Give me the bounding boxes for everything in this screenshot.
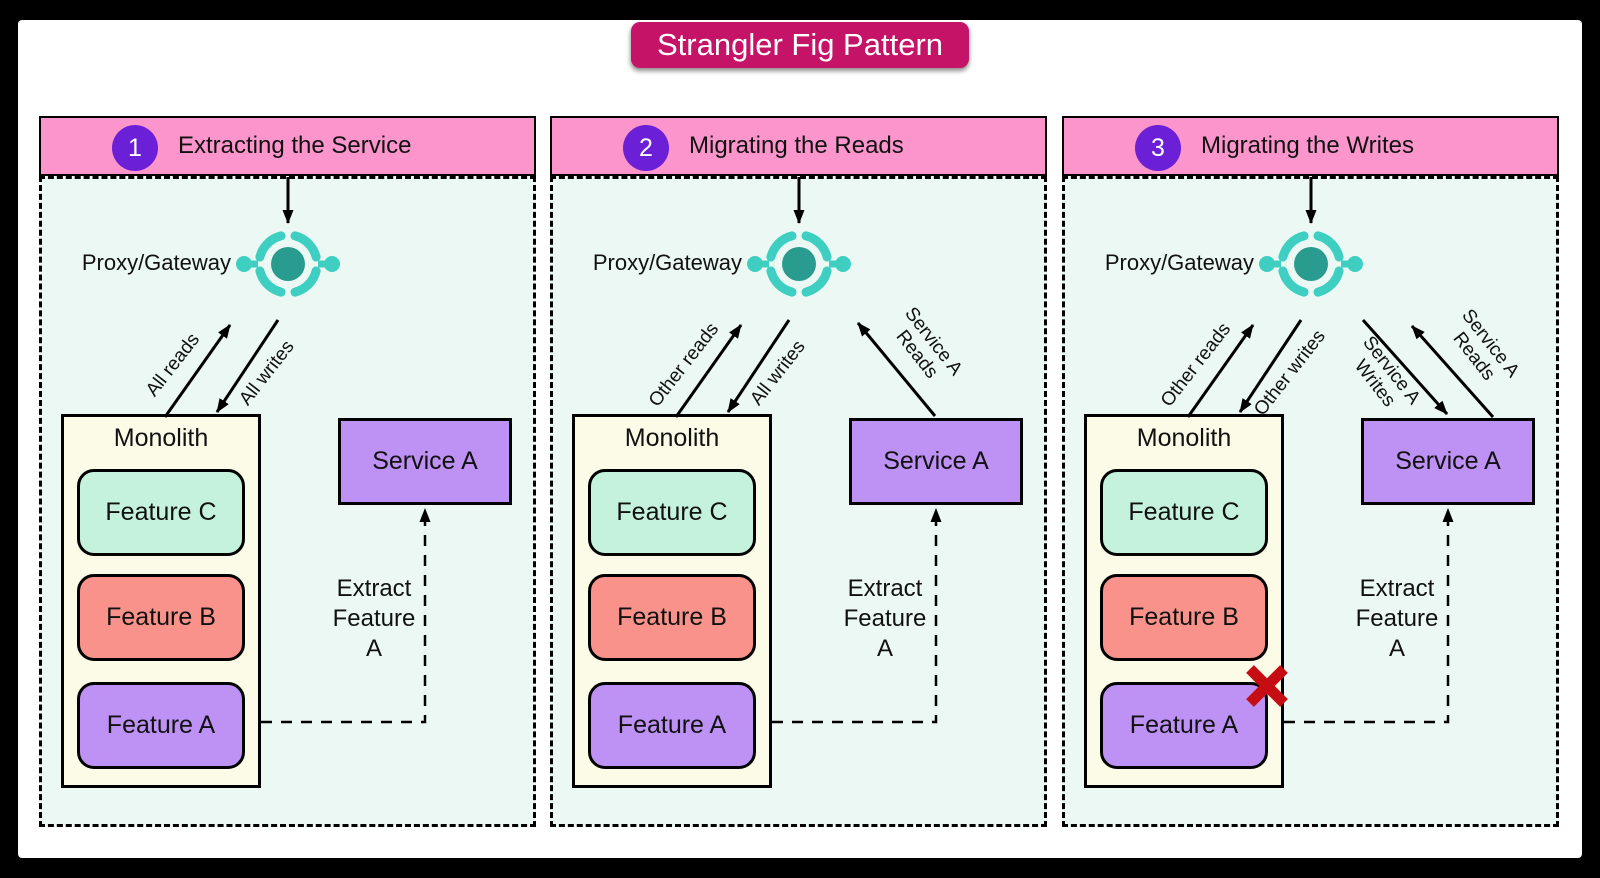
- panel-1-header: 1 Extracting the Service: [39, 116, 536, 176]
- step-number-badge: 1: [112, 125, 158, 171]
- feature-c-box: Feature C: [1100, 469, 1268, 556]
- proxy-gateway-label: Proxy/Gateway: [1104, 250, 1254, 275]
- feature-b-box: Feature B: [1100, 574, 1268, 661]
- extract-line: A: [876, 635, 893, 662]
- diagram-title-badge: Strangler Fig Pattern: [630, 22, 970, 68]
- extract-feature-a-label: Extract Feature A: [314, 574, 434, 664]
- monolith-title: Monolith: [113, 424, 209, 452]
- service-a-box: Service A: [338, 418, 512, 505]
- monolith-box: Monolith Feature C Feature B Feature A: [61, 414, 261, 788]
- panel-migrating-the-writes: 3 Migrating the Writes Proxy/Gateway: [1062, 116, 1559, 827]
- panel-1-heading: Extracting the Service: [178, 132, 412, 159]
- proxy-gateway-label: Proxy/Gateway: [592, 250, 742, 275]
- extract-line: A: [365, 635, 382, 662]
- extract-feature-a-label: Extract Feature A: [1337, 574, 1457, 664]
- monolith-box: Monolith Feature C Feature B Feature A: [1084, 414, 1284, 788]
- panel-extracting-the-service: 1 Extracting the Service Proxy/Gateway: [39, 116, 536, 827]
- feature-b-box: Feature B: [77, 574, 245, 661]
- gateway-icon: [747, 231, 851, 297]
- service-a-box: Service A: [1361, 418, 1535, 505]
- feature-c-box: Feature C: [77, 469, 245, 556]
- extract-line: Extract: [336, 575, 412, 602]
- extract-line: Extract: [1359, 575, 1435, 602]
- panel-2-header: 2 Migrating the Reads: [550, 116, 1047, 176]
- extract-feature-a-label: Extract Feature A: [825, 574, 945, 664]
- proxy-gateway-label: Proxy/Gateway: [81, 250, 231, 275]
- feature-c-box: Feature C: [588, 469, 756, 556]
- gateway-icon: [1259, 231, 1363, 297]
- panel-2-heading: Migrating the Reads: [689, 132, 904, 159]
- panel-migrating-the-reads: 2 Migrating the Reads Proxy/Gateway: [550, 116, 1047, 827]
- diagram-title: Strangler Fig Pattern: [656, 27, 944, 62]
- extract-line: Extract: [847, 575, 923, 602]
- monolith-title: Monolith: [1136, 424, 1232, 452]
- feature-a-box: Feature A: [588, 682, 756, 769]
- feature-a-box: Feature A: [77, 682, 245, 769]
- service-a-box: Service A: [849, 418, 1023, 505]
- monolith-title: Monolith: [624, 424, 720, 452]
- feature-a-box: Feature A: [1100, 682, 1268, 769]
- monolith-box: Monolith Feature C Feature B Feature A: [572, 414, 772, 788]
- extract-line: Feature: [332, 605, 416, 632]
- panel-3-heading: Migrating the Writes: [1201, 132, 1414, 159]
- blocked-x-icon: [1246, 665, 1288, 707]
- extract-line: Feature: [843, 605, 927, 632]
- step-number-badge: 2: [623, 125, 669, 171]
- step-number-badge: 3: [1135, 125, 1181, 171]
- gateway-icon: [236, 231, 340, 297]
- feature-b-box: Feature B: [588, 574, 756, 661]
- panel-3-header: 3 Migrating the Writes: [1062, 116, 1559, 176]
- extract-line: Feature: [1355, 605, 1439, 632]
- extract-line: A: [1388, 635, 1405, 662]
